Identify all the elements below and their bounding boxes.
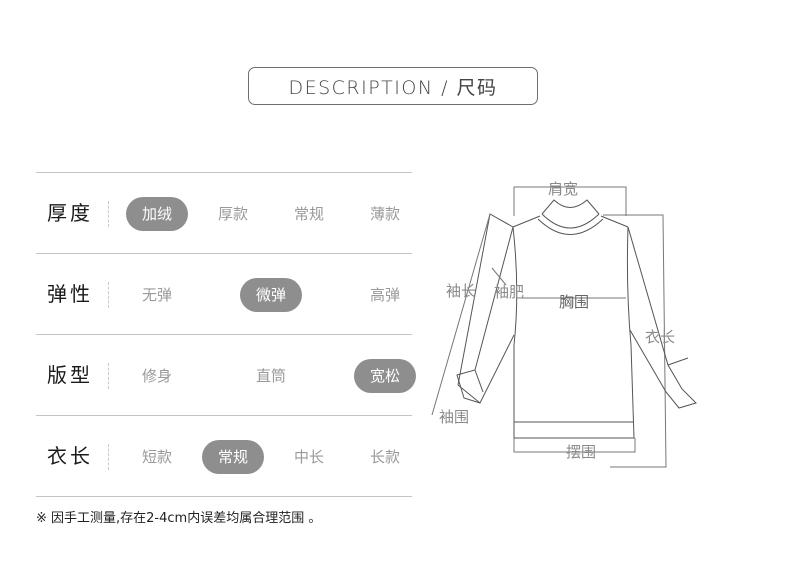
option: 无弹 <box>141 286 173 304</box>
option-pill-selected: 加绒 <box>125 197 189 231</box>
option: 薄款 <box>369 205 401 223</box>
section-title: DESCRIPTION / 尺码 <box>248 67 538 105</box>
dashed-divider <box>108 444 109 470</box>
label-sleeve-length: 袖长 <box>446 282 477 300</box>
label-chest: 胸围 <box>559 293 590 311</box>
attribute-label: 版型 <box>47 363 93 387</box>
attribute-row-length: 衣长 短款 常规 中长 长款 <box>36 415 412 497</box>
label-shoulder-width: 肩宽 <box>548 180 579 198</box>
option: 短款 <box>141 448 173 466</box>
option: 直筒 <box>255 367 287 385</box>
attribute-row-thickness: 厚度 加绒 厚款 常规 薄款 <box>36 172 412 253</box>
dashed-divider <box>108 363 109 389</box>
attribute-table: 厚度 加绒 厚款 常规 薄款 弹性 无弹 微弹 高弹 版型 修身 直筒 宽松 衣… <box>36 172 417 497</box>
option: 高弹 <box>369 286 401 304</box>
measurement-note: ※ 因手工测量,存在2-4cm内误差均属合理范围 。 <box>36 511 322 526</box>
attribute-label: 弹性 <box>47 282 93 306</box>
attribute-row-fit: 版型 修身 直筒 宽松 <box>36 334 417 415</box>
option: 常规 <box>293 205 325 223</box>
attribute-label: 衣长 <box>47 444 93 468</box>
attribute-label: 厚度 <box>47 201 93 225</box>
attribute-row-elasticity: 弹性 无弹 微弹 高弹 <box>36 253 412 334</box>
dashed-divider <box>108 201 109 227</box>
label-hem: 摆围 <box>566 443 597 461</box>
option-pill-selected: 常规 <box>201 440 265 474</box>
option: 长款 <box>369 448 401 466</box>
sweater-outline-icon <box>431 186 697 468</box>
dashed-divider <box>108 282 109 308</box>
label-cuff: 袖围 <box>439 408 470 426</box>
option: 修身 <box>141 367 173 385</box>
option-pill-selected: 微弹 <box>239 278 303 312</box>
option: 厚款 <box>217 205 249 223</box>
option: 中长 <box>293 448 325 466</box>
option-pill-selected: 宽松 <box>353 359 417 393</box>
label-length: 衣长 <box>645 328 676 346</box>
label-sleeve-width: 袖肥 <box>494 283 525 301</box>
